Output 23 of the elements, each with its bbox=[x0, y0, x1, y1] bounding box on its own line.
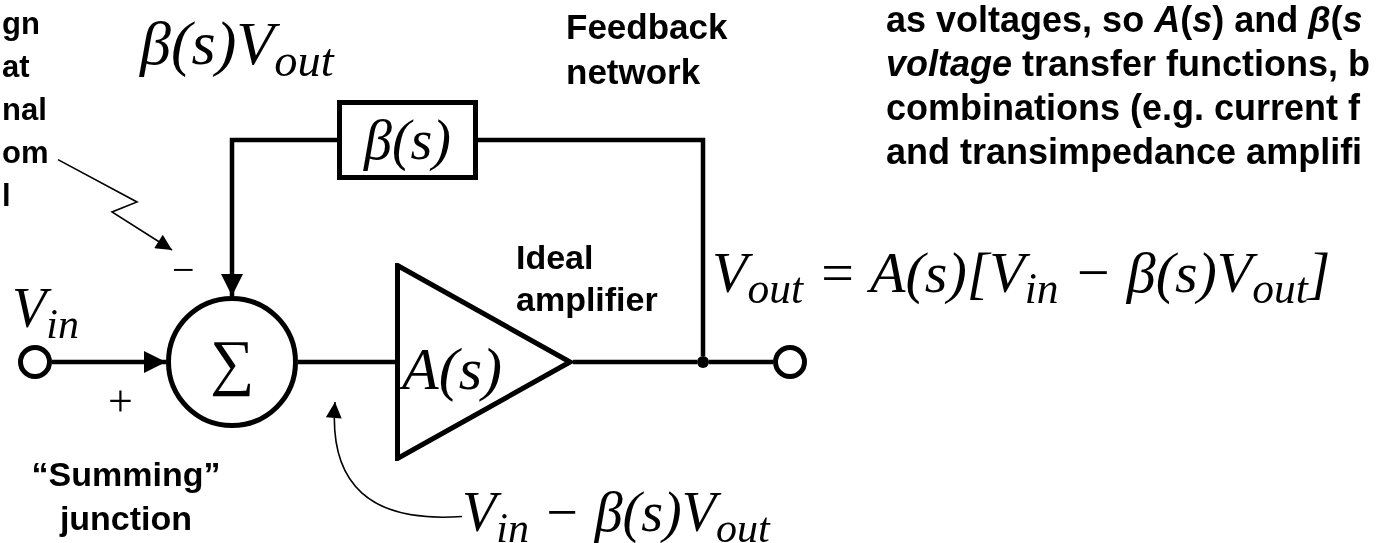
node-text: V$_{in}$ − β(s)V$_{out}$ bbox=[462, 481, 770, 543]
equation-text: V$_{out}$ = A(s)[V$_{in}$ − β(s)V$_{out}$] bbox=[712, 244, 1332, 302]
summing-junction bbox=[166, 296, 298, 428]
junction-dot bbox=[697, 356, 709, 368]
feedback-block bbox=[337, 100, 478, 180]
signal-wire bbox=[298, 359, 395, 365]
terminal-label: V$_{in}$ bbox=[12, 280, 80, 336]
node-text: gn at nal om l bbox=[1, 5, 50, 215]
sign-text: − bbox=[172, 247, 195, 292]
note-paragraph: as voltages, so A(s) and β(s voltage transfer functions, b combinations (e.g. current f and transimpedance amplifi bbox=[886, 0, 1372, 174]
signal-wire bbox=[478, 137, 706, 356]
signal-wire bbox=[709, 359, 773, 365]
terminal-circle bbox=[18, 345, 52, 379]
signal-wire bbox=[220, 137, 337, 296]
block-caption: “Summing” junction bbox=[30, 454, 222, 539]
leader-line bbox=[326, 401, 463, 518]
signal-wire bbox=[573, 359, 697, 365]
block-caption: Feedback network bbox=[566, 6, 729, 93]
block-caption: Ideal amplifier bbox=[516, 237, 659, 320]
terminal-circle bbox=[773, 345, 807, 379]
leader-line bbox=[57, 158, 173, 251]
signal-wire bbox=[52, 350, 166, 374]
plus-sign: + bbox=[108, 380, 134, 424]
